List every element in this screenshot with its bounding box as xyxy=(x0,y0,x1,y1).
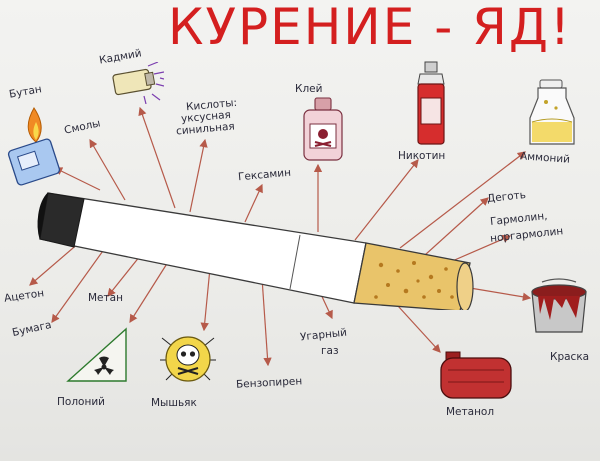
arrow-smoly xyxy=(89,138,126,201)
glue-bottle-icon xyxy=(303,97,343,161)
arrow-bumaga xyxy=(51,247,106,323)
label-myshyak: Мышьяк xyxy=(151,397,197,409)
arrow-metan xyxy=(107,255,141,297)
paint-bucket-icon xyxy=(531,278,587,333)
label-metanol: Метанол xyxy=(446,406,495,418)
label-ugarny-2: газ xyxy=(321,345,339,357)
label-polonij: Полоний xyxy=(57,396,105,408)
battery-icon xyxy=(112,62,164,104)
label-metan: Метан xyxy=(88,292,123,304)
radiation-triangle-icon xyxy=(66,327,127,382)
label-nikotin: Никотин xyxy=(398,150,446,162)
label-kraska: Краска xyxy=(550,351,590,363)
arrow-kraska xyxy=(469,287,532,301)
lighter-icon xyxy=(7,107,61,186)
arrow-kadmiy xyxy=(138,106,176,209)
spray-can-icon xyxy=(417,61,445,145)
canister-icon xyxy=(440,351,512,399)
arrow-geksamin xyxy=(244,183,263,223)
arrow-benzopiren xyxy=(261,277,272,367)
arrow-degot xyxy=(424,197,489,256)
page-title: КУРЕНИЕ - ЯД! xyxy=(168,0,572,56)
arrow-myshyak xyxy=(200,267,211,332)
label-kley: Клей xyxy=(295,83,323,95)
arrow-aceton xyxy=(29,241,81,286)
arrow-butan xyxy=(53,167,101,191)
skull-icon xyxy=(160,336,216,382)
arrow-kisloty xyxy=(189,138,208,213)
flask-icon xyxy=(529,79,575,145)
arrow-nikotin xyxy=(354,159,419,241)
arrow-garmolin xyxy=(449,235,512,263)
arrow-polonij xyxy=(129,261,169,324)
arrow-ammoniy xyxy=(399,151,526,249)
arrow-metanol xyxy=(397,305,441,353)
cigarette-icon xyxy=(37,192,474,310)
